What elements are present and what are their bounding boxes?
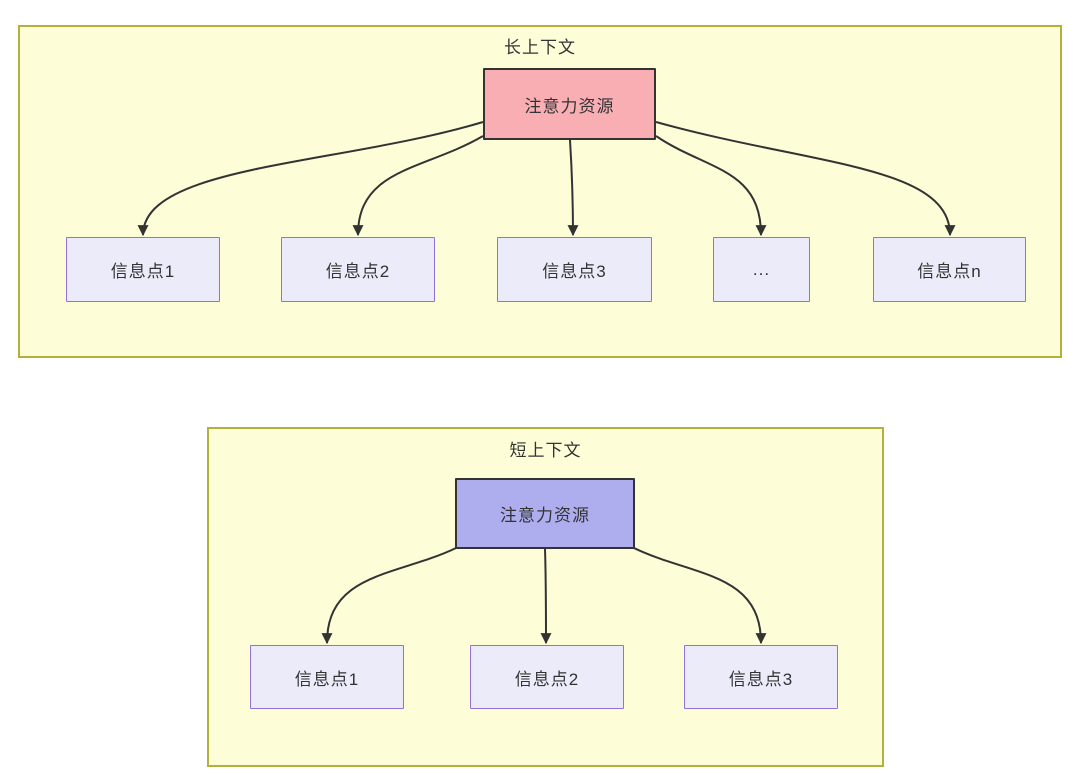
node-long-info3: 信息点3 <box>497 237 652 302</box>
node-short-info3: 信息点3 <box>684 645 838 709</box>
node-short-info1: 信息点1 <box>250 645 404 709</box>
node-attention-long: 注意力资源 <box>483 68 656 140</box>
node-long-ellipsis: ... <box>713 237 810 302</box>
node-attention-short: 注意力资源 <box>455 478 635 549</box>
node-short-info2: 信息点2 <box>470 645 624 709</box>
node-long-info2: 信息点2 <box>281 237 435 302</box>
node-long-infon: 信息点n <box>873 237 1026 302</box>
panel-short-title: 短上下文 <box>509 441 582 460</box>
node-long-info1: 信息点1 <box>66 237 220 302</box>
panel-long-title: 长上下文 <box>504 38 576 57</box>
